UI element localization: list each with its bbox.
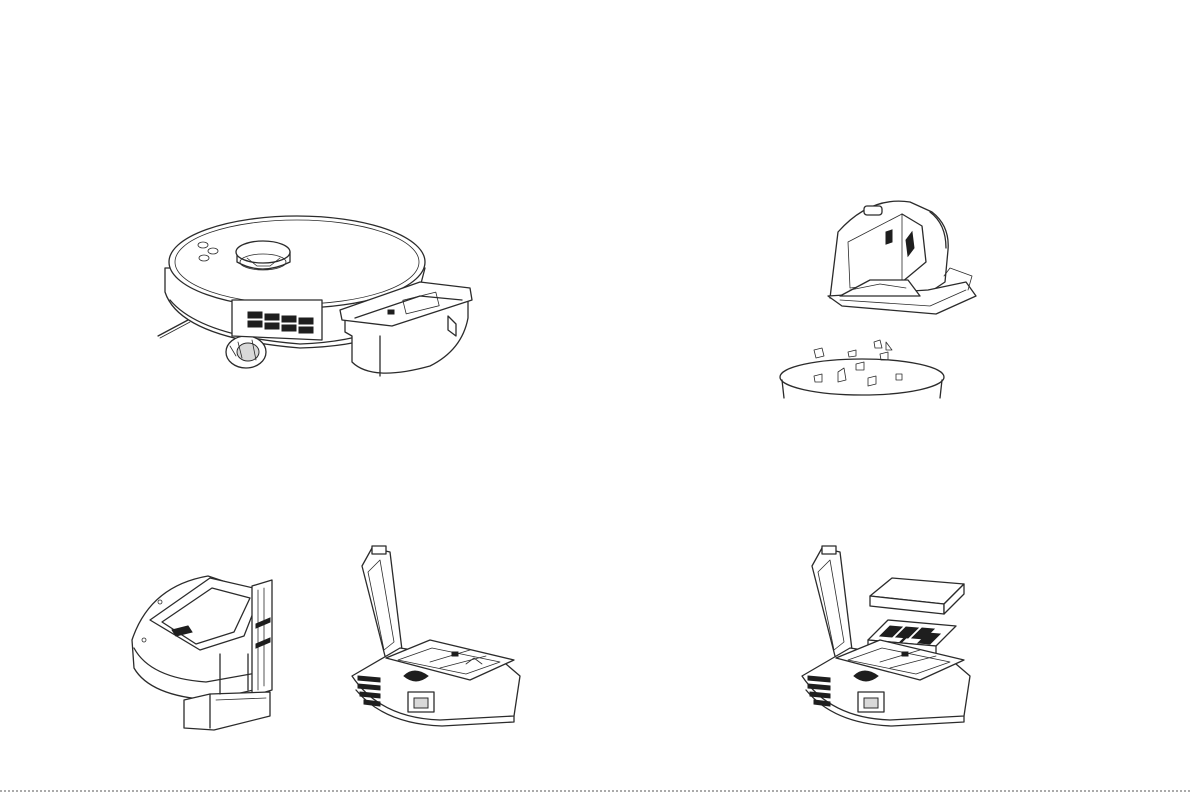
- dustbin-open-icon: [352, 546, 520, 726]
- dustbin-filter-icon: [802, 546, 970, 726]
- debris: [814, 340, 902, 386]
- dustbin-closed-icon: [132, 576, 272, 730]
- dustbin-empty-icon: [780, 201, 976, 398]
- robot-vacuum-icon: [158, 216, 472, 376]
